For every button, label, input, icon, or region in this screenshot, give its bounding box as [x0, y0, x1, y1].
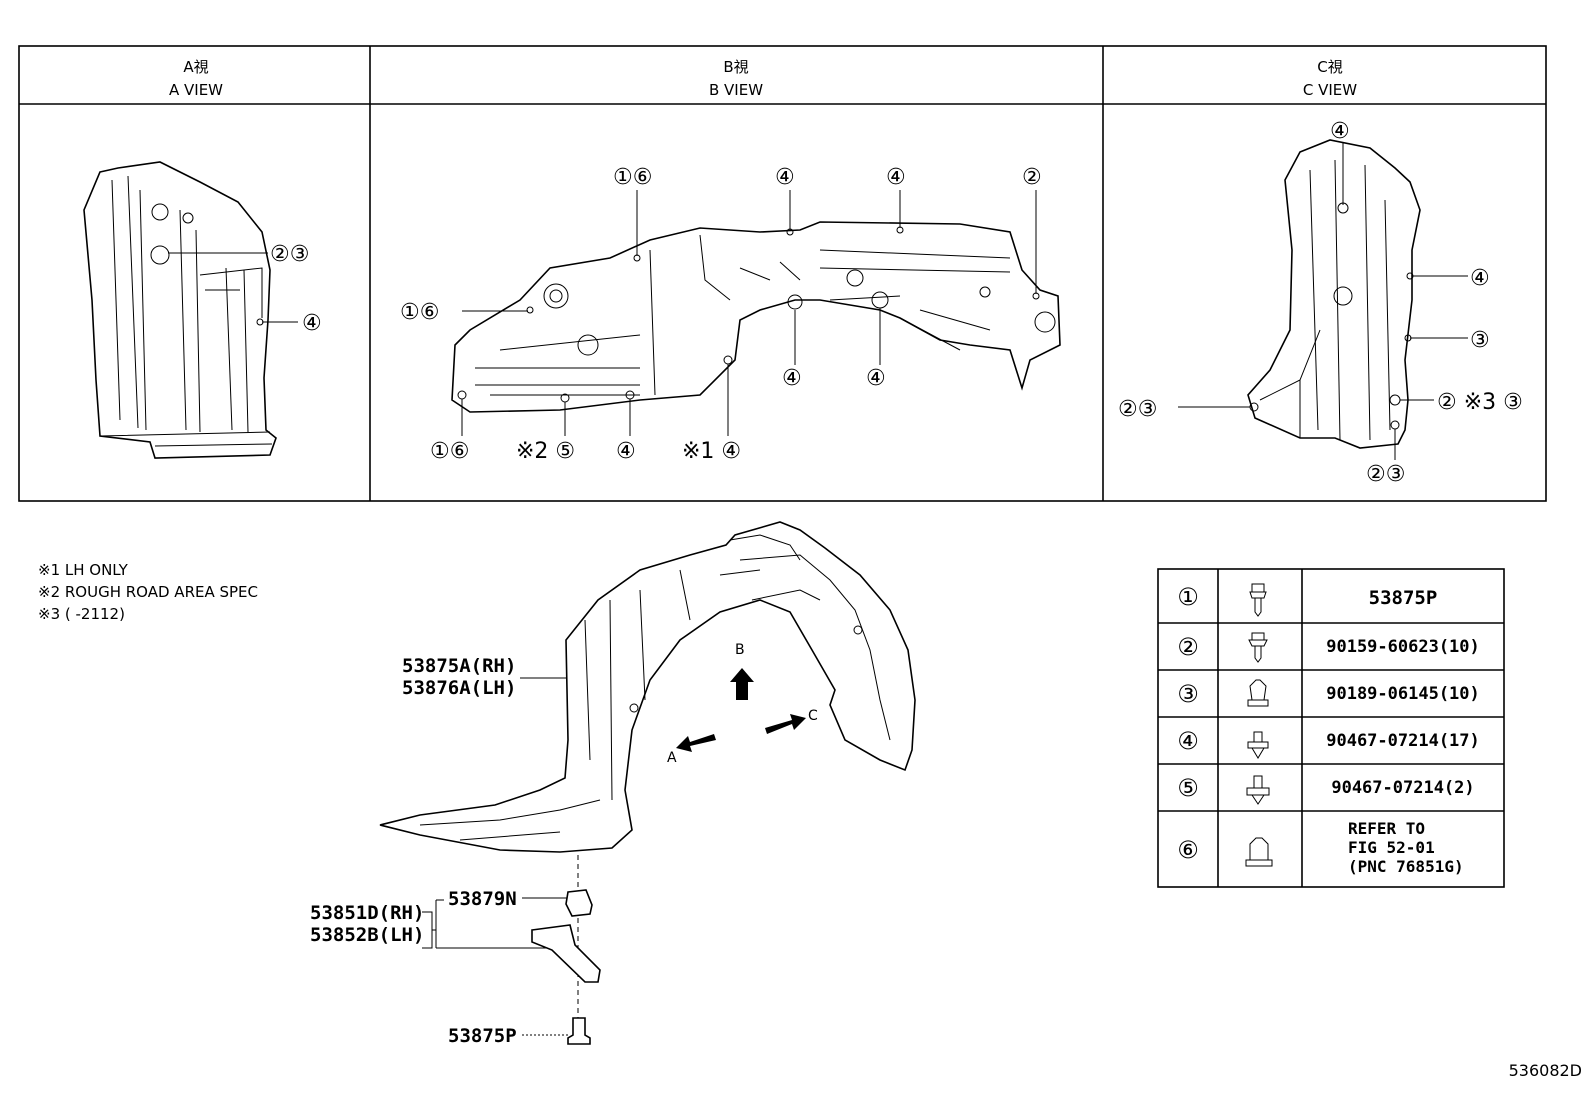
- label-liner-rh: 53875A(RH): [402, 655, 516, 677]
- fender-liner-drawing: [379, 521, 916, 1035]
- legend-icons: [1245, 583, 1273, 867]
- view-arrows: B A C: [667, 642, 818, 766]
- bracket: [531, 924, 601, 983]
- callout-b-left-1-6: ①⑥: [400, 300, 439, 325]
- callout-c-left-2-3: ②③: [1118, 397, 1157, 422]
- view-a-callouts: ②③ ④: [270, 242, 322, 336]
- legend-row-1-num: ①: [1177, 583, 1199, 611]
- callout-a-4: ④: [302, 311, 322, 336]
- push-clip-icon: [1247, 731, 1269, 759]
- arrow-b-label: B: [735, 642, 745, 658]
- note-3: ※3 ( -2112): [38, 605, 125, 623]
- view-a-drawing: [83, 161, 298, 459]
- label-clip: 53879N: [448, 888, 517, 910]
- arrow-a-label: A: [667, 750, 677, 766]
- arrow-c-icon: [765, 714, 806, 734]
- view-b-title-jp: B視: [723, 58, 748, 76]
- view-c-title-jp: C視: [1317, 58, 1342, 76]
- view-headers: A視 A VIEW B視 B VIEW C視 C VIEW: [169, 58, 1357, 99]
- callout-b-bottom-note2-5: ※2 ⑤: [516, 439, 575, 464]
- view-c-title: C VIEW: [1303, 81, 1357, 99]
- callout-b-top-4a: ④: [775, 165, 795, 190]
- callout-a-2-3: ②③: [270, 242, 309, 267]
- callout-b-bottom-1-6: ①⑥: [430, 439, 469, 464]
- callout-b-top-1-6: ①⑥: [613, 165, 652, 190]
- view-a-title: A VIEW: [169, 81, 223, 99]
- label-bracket-lh: 53852B(LH): [310, 924, 424, 946]
- view-c-callouts: ④ ④ ③ ②③ ② ※3 ③ ②③: [1118, 119, 1523, 487]
- legend-row-6-num: ⑥: [1177, 836, 1199, 864]
- view-c-drawing: [1178, 139, 1468, 460]
- arrow-c-label: C: [808, 708, 818, 724]
- label-bracket-rh: 53851D(RH): [310, 902, 424, 924]
- legend-row-5-part: 90467-07214(2): [1331, 778, 1474, 798]
- legend-row-6-part-line-3: (PNC 76851G): [1348, 857, 1464, 876]
- legend-row-1-part: 53875P: [1369, 587, 1438, 609]
- legend-row-4-part: 90467-07214(17): [1326, 731, 1480, 751]
- legend-row-4-num: ④: [1177, 727, 1199, 755]
- legend-row-6-part-line-2: FIG 52-01: [1348, 838, 1435, 857]
- callout-b-top-4b: ④: [886, 165, 906, 190]
- retainer-icon: [1245, 837, 1273, 867]
- legend-row-6-part-line-1: REFER TO: [1348, 819, 1425, 838]
- push-clip-alt-icon: [1246, 775, 1270, 805]
- callout-c-bottom-2-3: ②③: [1366, 462, 1405, 487]
- arrow-b-icon: [730, 668, 754, 700]
- view-a-title-jp: A視: [183, 58, 208, 76]
- callout-b-top-2: ②: [1022, 165, 1042, 190]
- callout-b-mid-4b: ④: [866, 366, 886, 391]
- nut-clip-icon: [1247, 679, 1269, 707]
- note-1: ※1 LH ONLY: [38, 561, 129, 579]
- clip-53879n: [565, 889, 593, 917]
- small-parts: [531, 889, 601, 1045]
- part-labels: 53875A(RH) 53876A(LH) 53879N 53851D(RH) …: [310, 655, 517, 1047]
- views-frame: [18, 45, 1547, 502]
- callout-c-top-4: ④: [1330, 119, 1350, 144]
- bracket-leaders: [422, 897, 568, 1036]
- callout-c-right-4: ④: [1470, 266, 1490, 291]
- legend-row-2-num: ②: [1177, 633, 1199, 661]
- screw-icon: [1248, 632, 1268, 663]
- legend-table: [1157, 568, 1505, 888]
- legend-row-5-num: ⑤: [1177, 774, 1199, 802]
- label-bolt: 53875P: [448, 1025, 517, 1047]
- bolt-icon: [1249, 583, 1267, 617]
- legend-row-3-num: ③: [1177, 680, 1199, 708]
- diagram-id: 536082D: [1509, 1061, 1582, 1080]
- label-liner-lh: 53876A(LH): [402, 677, 516, 699]
- bolt-53875p: [567, 1017, 591, 1045]
- notes: ※1 LH ONLY ※2 ROUGH ROAD AREA SPEC ※3 ( …: [38, 561, 258, 623]
- view-b-title: B VIEW: [709, 81, 763, 99]
- view-b-callouts: ①⑥ ④ ④ ② ①⑥ ④ ④ ①⑥ ※2 ⑤ ④ ※1 ④: [400, 165, 1042, 464]
- callout-c-right-2-note3-3: ② ※3 ③: [1437, 390, 1523, 415]
- legend-row-3-part: 90189-06145(10): [1326, 684, 1480, 704]
- callout-b-mid-4a: ④: [782, 366, 802, 391]
- callout-c-right-3: ③: [1470, 328, 1490, 353]
- callout-b-bottom-4: ④: [616, 439, 636, 464]
- note-2: ※2 ROUGH ROAD AREA SPEC: [38, 583, 258, 601]
- arrow-a-icon: [676, 734, 716, 752]
- legend-numbers: ① ② ③ ④ ⑤ ⑥: [1177, 583, 1199, 864]
- legend-row-2-part: 90159-60623(10): [1326, 637, 1480, 657]
- callout-b-bottom-note1-4: ※1 ④: [682, 439, 741, 464]
- legend-parts: 53875P 90159-60623(10) 90189-06145(10) 9…: [1326, 587, 1480, 876]
- view-b-drawing: [451, 190, 1061, 436]
